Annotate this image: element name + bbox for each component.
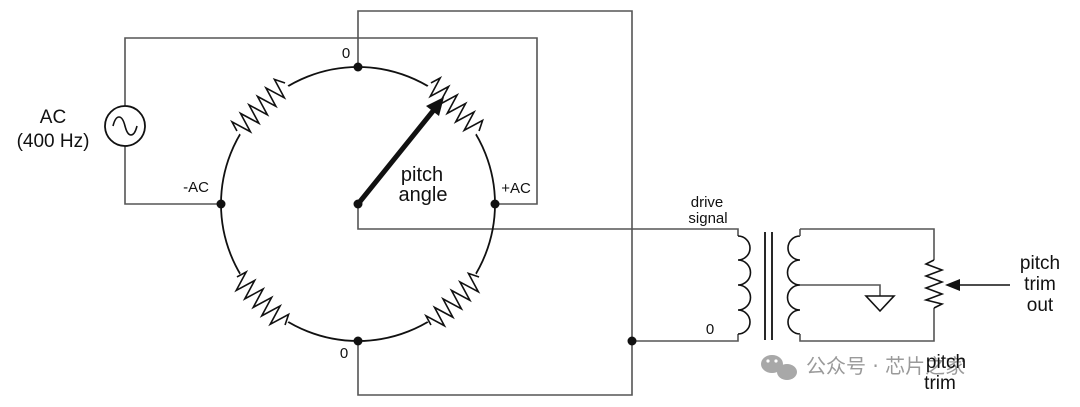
transformer-zero-label: 0 — [706, 321, 714, 338]
source-label-line2: (400 Hz) — [17, 131, 90, 152]
wire-wiper-to-transformer — [357, 204, 739, 236]
drive-signal-label-line2: signal — [688, 210, 727, 227]
wire-source-to-plus-ac — [124, 37, 538, 205]
resistor-top-right — [421, 73, 489, 141]
wiper-arrow — [355, 97, 444, 207]
wire-bottom-zero-to-reference — [357, 340, 633, 396]
output-label-line3: out — [1027, 295, 1054, 316]
top-zero-label: 0 — [342, 45, 350, 62]
ac-source — [104, 105, 146, 147]
wire-reference-to-transformer — [632, 334, 739, 342]
drive-signal-label-line1: drive — [691, 194, 724, 211]
minus-ac-label: -AC — [183, 179, 209, 196]
terminal-minus-ac — [216, 199, 226, 209]
pitch-trim-wiper-arrow — [945, 279, 1010, 291]
trim-pot-label-line1: pitch — [926, 352, 966, 373]
plus-ac-label: +AC — [501, 180, 531, 197]
bottom-zero-label: 0 — [340, 345, 348, 362]
output-label-line1: pitch — [1020, 253, 1060, 274]
trim-pot-label-line2: trim — [924, 373, 956, 394]
wiper-label-line1: pitch — [401, 164, 443, 186]
wire-top-zero-to-reference — [357, 10, 633, 341]
wire-center-tap-to-ground — [800, 284, 881, 296]
transformer-core — [764, 232, 773, 340]
resistor-bottom-left — [227, 267, 295, 335]
wire-source-to-minus-ac — [124, 140, 221, 205]
output-label-line2: trim — [1024, 274, 1056, 295]
wiper-label-line2: angle — [399, 184, 448, 206]
wechat-icon — [761, 355, 797, 380]
resistor-top-left — [227, 73, 295, 141]
resistor-bottom-right — [421, 267, 489, 335]
terminal-plus-ac — [490, 199, 500, 209]
watermark-text: 公众号 · 芯片之家 — [806, 354, 965, 378]
wire-secondary-bottom — [799, 308, 935, 342]
watermark: 公众号 · 芯片之家 — [761, 354, 965, 380]
source-label-line1: AC — [40, 107, 66, 128]
pitch-trim-resistor — [923, 259, 945, 309]
sine-wave-icon — [112, 116, 138, 136]
wire-secondary-top — [799, 228, 935, 260]
terminal-bottom-zero — [353, 336, 363, 346]
terminal-top-zero — [353, 62, 363, 72]
transformer-secondary-coil — [786, 235, 801, 335]
reference-junction — [627, 336, 637, 346]
ground-icon — [864, 295, 896, 313]
transformer-primary-coil — [737, 235, 752, 335]
